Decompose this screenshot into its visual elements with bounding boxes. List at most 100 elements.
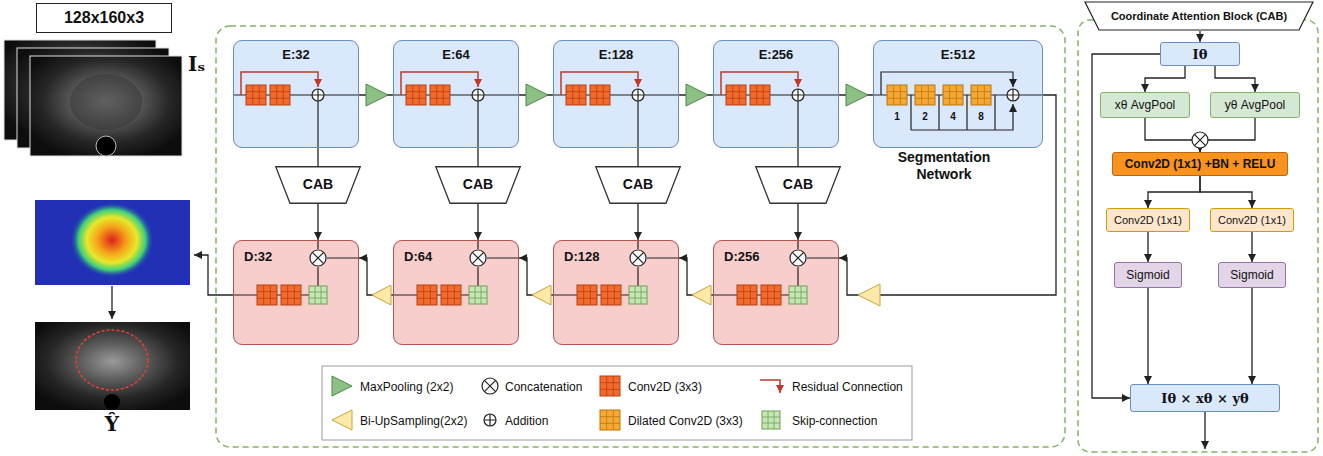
decoder-block: D:64 — [393, 240, 519, 345]
connector — [1200, 176, 1252, 208]
heatmap-image — [35, 200, 190, 285]
connector — [317, 148, 318, 166]
encoder-block: E:32 — [233, 40, 359, 148]
connector — [1251, 288, 1252, 384]
decoder-block: D:256 — [713, 240, 839, 345]
conv-box: Conv2D (1x1) — [1210, 208, 1294, 232]
connector — [317, 204, 318, 240]
output-symbol: Ŷ — [105, 412, 119, 436]
input-symbol: Iₛ — [188, 52, 205, 76]
connector — [1215, 66, 1255, 92]
conv-box: Conv2D (1x1) +BN + RELU — [1112, 152, 1288, 176]
connector — [1147, 288, 1148, 384]
decoder-internals — [194, 240, 839, 305]
node-label: Coordinate Attention Block (CAB) — [1111, 10, 1287, 22]
legend-text: Bi-UpSampling(2x2) — [360, 414, 467, 428]
flow-arrow — [111, 286, 112, 319]
node-label: D:32 — [244, 249, 272, 264]
node-label: E:256 — [759, 47, 794, 62]
label-holder: 1 — [887, 106, 907, 124]
connector — [1145, 66, 1185, 92]
label-holder: 8 — [971, 106, 991, 124]
legend-frame — [322, 366, 912, 440]
node-label: yθ AvgPool — [1225, 98, 1286, 112]
legend-entry: Dilated Conv2D (3x3) — [628, 412, 743, 428]
connector — [797, 204, 798, 240]
connector — [797, 148, 798, 166]
node-label: CAB — [623, 176, 653, 192]
connector — [1147, 232, 1148, 262]
node-label: Iθ × xθ × yθ — [1161, 391, 1248, 406]
node-label: xθ AvgPool — [1115, 98, 1176, 112]
connector — [1251, 232, 1252, 262]
dilation-rate: 4 — [950, 111, 956, 122]
upsampling-symbols — [372, 284, 880, 306]
connector — [1145, 118, 1200, 152]
legend-text: Residual Connection — [792, 380, 903, 394]
cab-title: Coordinate Attention Block (CAB) — [1084, 1, 1314, 31]
label-holder: 2 — [915, 106, 935, 124]
node-label: Sigmoid — [1126, 268, 1169, 282]
node-label: CAB — [303, 176, 333, 192]
attention-block: CAB — [595, 166, 681, 204]
block-fills — [233, 40, 1043, 345]
connector — [477, 204, 478, 240]
decoder-block: D:32 — [233, 240, 359, 345]
connector — [1148, 176, 1200, 208]
encoder-block: E:512 — [873, 40, 1043, 148]
encoder-internals — [233, 72, 1043, 148]
legend-text: Addition — [505, 414, 548, 428]
node-label: E:32 — [282, 47, 309, 62]
legend-entry: Conv2D (3x3) — [628, 378, 702, 394]
attention-block: CAB — [275, 166, 361, 204]
encoder-block: E:128 — [553, 40, 679, 148]
node-label: D:128 — [564, 249, 599, 264]
node-label: Segmentation Network — [878, 149, 1010, 183]
input-size-box: 128x160x3 — [36, 3, 172, 33]
attention-block: CAB — [435, 166, 521, 204]
dilation-rate: 2 — [922, 111, 928, 122]
output-tensor-box: Iθ × xθ × yθ — [1130, 384, 1280, 412]
node-label: CAB — [463, 176, 493, 192]
legend-text: MaxPooling (2x2) — [360, 380, 453, 394]
label-holder: 4 — [943, 106, 963, 124]
input-image-stack — [4, 40, 182, 156]
node-label: 128x160x3 — [64, 9, 144, 27]
legend-entry: Addition — [505, 412, 548, 428]
node-label: E:128 — [599, 47, 634, 62]
legend-entry: Concatenation — [505, 378, 582, 394]
node-label: Sigmoid — [1230, 268, 1273, 282]
dilation-rate: 1 — [894, 111, 900, 122]
encoder-block: E:64 — [393, 40, 519, 148]
legend-text: Skip-connection — [792, 414, 877, 428]
legend-entry: Residual Connection — [792, 378, 903, 394]
sigmoid-box: Sigmoid — [1114, 262, 1182, 288]
connector — [1199, 31, 1200, 42]
maxpool-symbols — [366, 84, 868, 106]
cab-panel — [1078, 20, 1318, 452]
attention-block: CAB — [755, 166, 841, 204]
output-image — [35, 322, 190, 410]
node-label: Conv2D (1x1) — [1218, 214, 1286, 226]
node-label: E:64 — [442, 47, 469, 62]
legend-text: Conv2D (3x3) — [628, 380, 702, 394]
conv-box: Conv2D (1x1) — [1106, 208, 1190, 232]
connector — [637, 204, 638, 240]
sigmoid-box: Sigmoid — [1218, 262, 1286, 288]
node-label: CAB — [783, 176, 813, 192]
legend-entry: Bi-UpSampling(2x2) — [360, 412, 467, 428]
pool-box: yθ AvgPool — [1210, 92, 1300, 118]
connector — [637, 148, 638, 166]
label-holder: Iₛ — [188, 52, 222, 76]
pool-box: xθ AvgPool — [1100, 92, 1190, 118]
connector — [477, 148, 478, 166]
node-label: Iθ — [1193, 47, 1208, 62]
input-tensor-box: Iθ — [1160, 42, 1240, 66]
label-holder: Ŷ — [97, 412, 127, 436]
node-label: E:512 — [941, 47, 976, 62]
legend-entry: MaxPooling (2x2) — [360, 378, 453, 394]
connector — [1200, 118, 1255, 152]
legend-text: Concatenation — [505, 380, 582, 394]
node-label: D:256 — [724, 249, 759, 264]
